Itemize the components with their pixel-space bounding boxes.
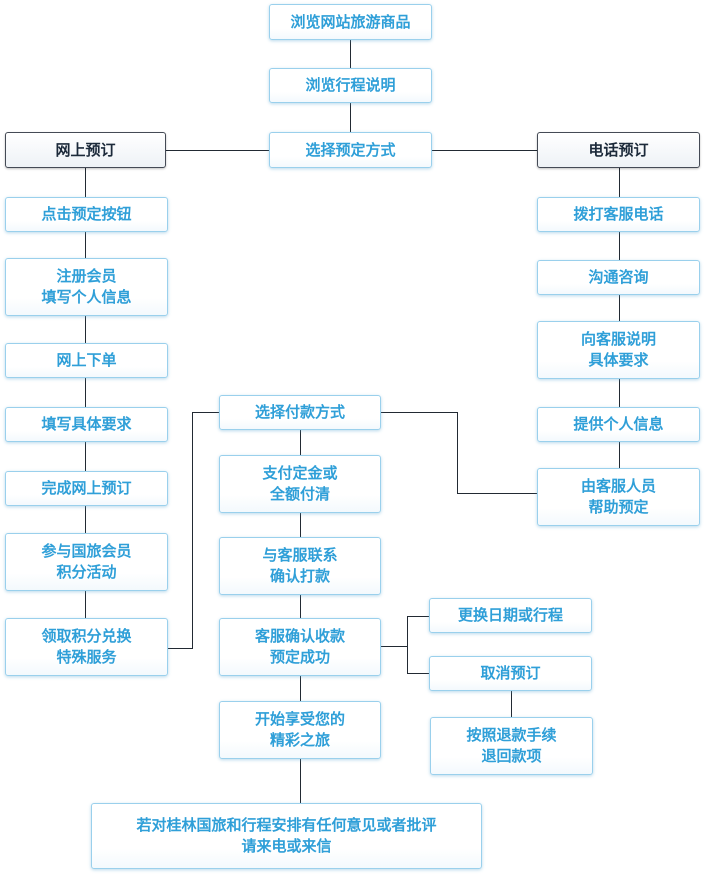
node-label: 注册会员 [56, 267, 117, 285]
connector [407, 673, 429, 674]
node-label: 浏览网站旅游商品 [290, 12, 411, 31]
connector [168, 648, 193, 649]
connector [166, 150, 269, 151]
connector [300, 430, 301, 803]
node-label: 具体要求 [588, 351, 649, 369]
phone-step-1: 拨打客服电话 [537, 197, 700, 232]
connector [619, 168, 620, 468]
online-step-6: 参与国旅会员 积分活动 [5, 533, 168, 591]
node-label: 电话预订 [588, 140, 649, 159]
node-label: 客服确认收款 [254, 627, 345, 645]
connector [511, 691, 512, 717]
connector [381, 412, 458, 413]
node-label: 选择付款方式 [254, 403, 345, 421]
online-step-1: 点击预定按钮 [5, 197, 168, 232]
browse-products-node: 浏览网站旅游商品 [269, 4, 432, 40]
node-label: 沟通咨询 [588, 268, 649, 286]
payment-step-3: 与客服联系 确认打款 [219, 537, 381, 595]
phone-step-5: 由客服人员 帮助预定 [537, 468, 700, 526]
cancel-booking-node: 取消预订 [429, 656, 592, 691]
choose-booking-method-node: 选择预定方式 [269, 132, 432, 168]
node-label: 完成网上预订 [41, 479, 132, 497]
online-step-7: 领取积分兑换 特殊服务 [5, 618, 168, 676]
online-step-5: 完成网上预订 [5, 471, 168, 506]
phone-step-2: 沟通咨询 [537, 260, 700, 295]
node-label: 特殊服务 [56, 648, 117, 666]
connector [192, 412, 193, 649]
node-label: 按照退款手续 [466, 726, 557, 744]
node-label: 领取积分兑换 [41, 627, 132, 645]
node-label: 向客服说明 [580, 330, 656, 348]
connector [381, 646, 408, 647]
node-label: 开始享受您的 [254, 710, 345, 728]
connector [457, 412, 458, 494]
feedback-node: 若对桂林国旅和行程安排有任何意见或者批评 请来电或来信 [91, 803, 482, 869]
connector [350, 103, 351, 132]
node-label: 取消预订 [480, 664, 541, 682]
node-label: 精彩之旅 [269, 731, 330, 749]
connector [350, 40, 351, 68]
online-booking-header: 网上预订 [5, 132, 166, 168]
payment-step-4: 客服确认收款 预定成功 [219, 618, 381, 676]
node-label: 预定成功 [269, 648, 330, 666]
node-label: 填写个人信息 [41, 288, 132, 306]
online-step-3: 网上下单 [5, 343, 168, 378]
node-label: 提供个人信息 [573, 415, 664, 433]
connector [192, 412, 219, 413]
connector [407, 616, 429, 617]
node-label: 点击预定按钮 [41, 205, 132, 223]
node-label: 填写具体要求 [41, 415, 132, 433]
online-step-2: 注册会员 填写个人信息 [5, 258, 168, 316]
connector [457, 493, 538, 494]
node-label: 帮助预定 [588, 498, 649, 516]
node-label: 退回款项 [481, 747, 542, 765]
phone-step-4: 提供个人信息 [537, 407, 700, 442]
change-dates-node: 更换日期或行程 [429, 598, 592, 633]
payment-step-5: 开始享受您的 精彩之旅 [219, 701, 381, 759]
node-label: 积分活动 [56, 563, 117, 581]
browse-itinerary-node: 浏览行程说明 [269, 68, 432, 103]
online-step-4: 填写具体要求 [5, 407, 168, 442]
node-label: 网上预订 [55, 140, 116, 159]
node-label: 参与国旅会员 [41, 542, 132, 560]
node-label: 全额付清 [269, 485, 330, 503]
connector [432, 150, 537, 151]
node-label: 与客服联系 [262, 546, 338, 564]
payment-step-2: 支付定金或 全额付清 [219, 455, 381, 513]
refund-node: 按照退款手续 退回款项 [430, 717, 593, 775]
node-label: 请来电或来信 [241, 837, 332, 855]
node-label: 由客服人员 [580, 477, 656, 495]
node-label: 确认打款 [269, 567, 330, 585]
phone-booking-header: 电话预订 [537, 132, 700, 168]
node-label: 更换日期或行程 [457, 606, 563, 624]
node-label: 网上下单 [56, 351, 117, 369]
node-label: 支付定金或 [262, 464, 338, 482]
node-label: 拨打客服电话 [573, 205, 664, 223]
node-label: 若对桂林国旅和行程安排有任何意见或者批评 [136, 816, 437, 834]
phone-step-3: 向客服说明 具体要求 [537, 321, 700, 379]
node-label: 选择预定方式 [305, 140, 396, 159]
connector [407, 616, 408, 674]
node-label: 浏览行程说明 [305, 76, 396, 94]
payment-step-1: 选择付款方式 [219, 395, 381, 430]
